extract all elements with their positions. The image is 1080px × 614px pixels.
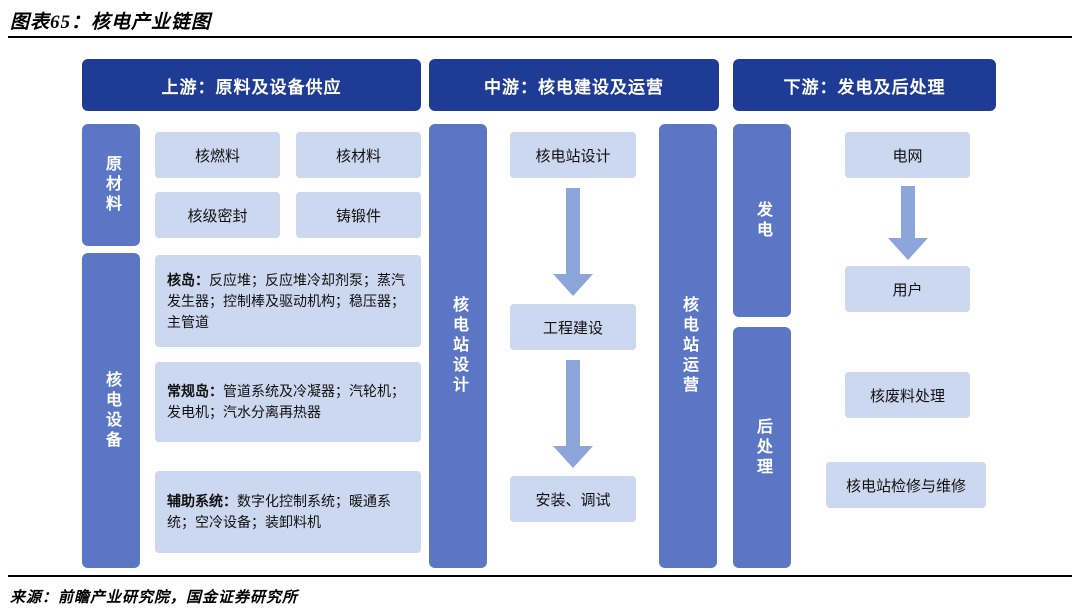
downstream-header: 下游：发电及后处理 bbox=[733, 59, 996, 111]
equipment-desc: 反应堆；反应堆冷却剂泵；蒸汽发生器；控制棒及驱动机构；稳压器；主管道 bbox=[167, 271, 405, 330]
plant-design-band-label: 核电站设计 bbox=[450, 296, 467, 396]
post-processing-band-label: 后处理 bbox=[754, 417, 771, 478]
plant-operation-band-label: 核电站运营 bbox=[680, 296, 697, 396]
material-box-nuclear-fuel: 核燃料 bbox=[155, 132, 280, 178]
down-arrow-icon bbox=[888, 186, 928, 260]
equipment-band: 核电设备 bbox=[82, 253, 140, 568]
material-box-castings-forgings: 铸锻件 bbox=[296, 192, 421, 238]
down-arrow-icon bbox=[553, 188, 593, 296]
upstream-header: 上游：原料及设备供应 bbox=[82, 59, 421, 111]
generation-band: 发电 bbox=[733, 124, 791, 317]
post-processing-band: 后处理 bbox=[733, 327, 791, 568]
plant-operation-band: 核电站运营 bbox=[659, 124, 717, 568]
arrow-shaft bbox=[566, 360, 580, 446]
generation-band-label: 发电 bbox=[754, 200, 771, 241]
equipment-box-auxiliary-systems: 辅助系统：数字化控制系统；暖通系统；空冷设备；装卸料机 bbox=[155, 471, 421, 553]
equipment-band-label: 核电设备 bbox=[103, 370, 120, 451]
equipment-desc: 数字化控制系统；暖通系统；空冷设备；装卸料机 bbox=[167, 493, 391, 530]
figure-title: 图表65：核电产业链图 bbox=[10, 12, 212, 33]
top-divider bbox=[8, 36, 1072, 38]
equipment-box-nuclear-island-text: 核岛：反应堆；反应堆冷却剂泵；蒸汽发生器；控制棒及驱动机构；稳压器；主管道 bbox=[167, 270, 409, 333]
arrow-head bbox=[888, 238, 928, 260]
equipment-box-auxiliary-systems-text: 辅助系统：数字化控制系统；暖通系统；空冷设备；装卸料机 bbox=[167, 491, 409, 533]
equipment-name: 核岛： bbox=[167, 271, 209, 288]
raw-materials-band-label: 原材料 bbox=[103, 155, 120, 215]
equipment-box-nuclear-island: 核岛：反应堆；反应堆冷却剂泵；蒸汽发生器；控制棒及驱动机构；稳压器；主管道 bbox=[155, 255, 421, 347]
equipment-box-conventional-island-text: 常规岛：管道系统及冷凝器；汽轮机；发电机；汽水分离再热器 bbox=[167, 381, 409, 423]
arrow-head bbox=[553, 446, 593, 468]
arrow-shaft bbox=[566, 188, 580, 274]
raw-materials-band: 原材料 bbox=[82, 124, 140, 246]
bottom-divider bbox=[8, 575, 1072, 577]
downstream-box-power-grid: 电网 bbox=[845, 132, 970, 178]
equipment-name: 常规岛： bbox=[167, 383, 223, 399]
down-arrow-icon bbox=[553, 360, 593, 468]
plant-design-band: 核电站设计 bbox=[429, 124, 487, 568]
flow-step-engineering-construction: 工程建设 bbox=[510, 304, 636, 350]
flow-step-plant-design: 核电站设计 bbox=[510, 132, 636, 178]
midstream-header: 中游：核电建设及运营 bbox=[429, 59, 719, 111]
source-note: 来源：前瞻产业研究院，国金证券研究所 bbox=[10, 590, 299, 606]
equipment-desc: 管道系统及冷凝器；汽轮机；发电机；汽水分离再热器 bbox=[167, 383, 405, 420]
equipment-box-conventional-island: 常规岛：管道系统及冷凝器；汽轮机；发电机；汽水分离再热器 bbox=[155, 362, 421, 442]
flow-step-installation-commissioning: 安装、调试 bbox=[510, 476, 636, 522]
material-box-nuclear-seal: 核级密封 bbox=[155, 192, 280, 238]
downstream-box-maintenance: 核电站检修与维修 bbox=[826, 462, 986, 508]
downstream-box-waste-processing: 核废料处理 bbox=[845, 372, 970, 418]
material-box-nuclear-material: 核材料 bbox=[296, 132, 421, 178]
equipment-name: 辅助系统： bbox=[167, 493, 237, 509]
arrow-head bbox=[553, 274, 593, 296]
arrow-shaft bbox=[901, 186, 915, 238]
downstream-box-users: 用户 bbox=[845, 266, 970, 312]
